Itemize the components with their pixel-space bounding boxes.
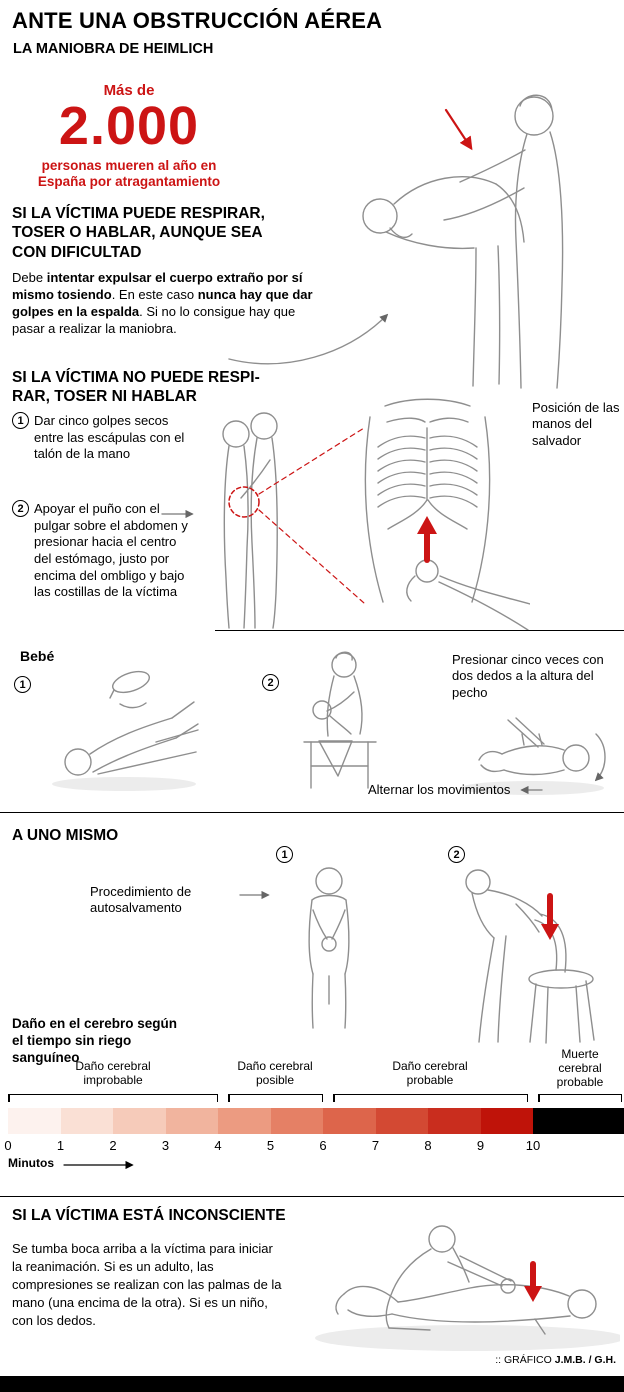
minutes-axis-arrow-icon <box>63 1160 134 1170</box>
can-breathe-paragraph: Debe intentar expulsar el cuerpo extraño… <box>12 270 313 337</box>
scale-segment <box>375 1108 428 1134</box>
red-down-arrow-icon <box>541 893 559 940</box>
baby-press-note: Presionar cinco veces con dos dedos a la… <box>452 652 604 700</box>
zone-bracket <box>538 1094 622 1102</box>
step-2-text: Apoyar el puño con el pulgar sobre el ab… <box>34 501 188 600</box>
zone-label-probable: Daño cerebral probable <box>392 1059 468 1087</box>
tick-label: 6 <box>319 1138 327 1153</box>
illustration-cpr <box>315 1225 620 1351</box>
scale-segment <box>165 1108 218 1134</box>
scale-segment <box>8 1108 61 1134</box>
alternate-note: Alternar los movimientos <box>368 782 511 797</box>
illustration-back-blows <box>362 94 564 389</box>
divider <box>0 1196 624 1197</box>
zone-bracket <box>333 1094 528 1102</box>
zone-bracket <box>228 1094 323 1102</box>
zone-label-improbable: Daño cerebral improbable <box>75 1059 151 1087</box>
tick-label: 0 <box>4 1138 12 1153</box>
zone-bracket <box>8 1094 218 1102</box>
self-pointer-arrow-icon <box>239 890 270 900</box>
section-heading-cannot-breathe: SI LA VÍCTIMA NO PUEDE RESPI- RAR, TOSER… <box>12 369 260 406</box>
curved-pointer-arrow-icon <box>228 313 389 365</box>
tick-label: 4 <box>214 1138 222 1153</box>
scale-segment <box>60 1108 113 1134</box>
red-arrow-icon <box>444 108 473 151</box>
red-up-arrow-icon <box>417 516 437 563</box>
tick-label: 5 <box>266 1138 275 1153</box>
alternate-note-row: Alternar los movimientos <box>368 782 544 798</box>
section-heading-can-breathe: SI LA VÍCTIMA PUEDE RESPIRAR, TOSER O HA… <box>12 205 265 261</box>
stat-caption: personas mueren al año en España por atr… <box>37 158 221 190</box>
tick-label: 1 <box>56 1138 65 1153</box>
death-statistic: Más de 2.000 personas mueren al año en E… <box>28 82 230 190</box>
illustration-baby-chest-press <box>460 717 606 795</box>
red-down-arrow-icon <box>524 1261 542 1302</box>
baby-step-1-badge: 1 <box>14 676 31 693</box>
self-step-2-badge: 2 <box>448 846 465 863</box>
section-heading-self: A UNO MISMO <box>12 827 119 844</box>
baby-label: Bebé <box>20 648 55 664</box>
tick-label: 8 <box>424 1138 432 1153</box>
minutes-scale-bar <box>8 1108 624 1134</box>
illustration-self-chair <box>465 869 595 1044</box>
scale-segment <box>218 1108 271 1134</box>
tick-label: 3 <box>161 1138 170 1153</box>
divider <box>0 812 624 813</box>
baby-step-2-badge: 2 <box>262 674 279 691</box>
zone-label-posible: Daño cerebral posible <box>237 1059 313 1087</box>
credit-line: :: GRÁFICO J.M.B. / G.H. <box>495 1354 616 1366</box>
illustration-heimlich-figures <box>222 412 365 629</box>
scale-segment <box>323 1108 376 1134</box>
tick-label: 9 <box>476 1138 485 1153</box>
step-2-badge: 2 <box>12 500 29 517</box>
minutes-axis-label: Minutos <box>8 1156 54 1170</box>
scale-segment <box>428 1108 481 1134</box>
minutes-scale-ticks: 0 1 2 3 4 5 6 7 8 9 10 <box>0 1138 624 1154</box>
divider <box>215 630 624 631</box>
illustration-baby-back-blows <box>52 670 199 791</box>
illustration-baby-on-lap <box>303 651 377 789</box>
rotate-arrow-icon <box>594 733 606 782</box>
brain-chart-heading: Daño en el cerebro según el tiempo sin r… <box>12 1016 178 1065</box>
tick-label: 2 <box>109 1138 117 1153</box>
page-subtitle: LA MANIOBRA DE HEIMLICH <box>13 41 214 57</box>
scale-segment <box>113 1108 166 1134</box>
scale-segment <box>480 1108 533 1134</box>
self-rescue-label: Procedimiento de autosalvamento <box>90 884 192 916</box>
tick-label: 10 <box>525 1138 541 1153</box>
stat-lead: Más de <box>103 82 155 99</box>
footer-bar <box>0 1376 624 1392</box>
illustration-self-fist <box>308 867 350 1029</box>
tick-label: 7 <box>371 1138 380 1153</box>
step-2-pointer-arrow-icon <box>161 509 194 519</box>
zone-label-muerte: Muerte cerebral probable <box>556 1047 604 1089</box>
illustration-ribcage-detail <box>364 398 530 631</box>
scale-segment <box>533 1108 624 1134</box>
stat-number: 2.000 <box>58 96 200 156</box>
unconscious-paragraph: Se tumba boca arriba a la víctima para i… <box>12 1241 282 1328</box>
page-title: ANTE UNA OBSTRUCCIÓN AÉREA <box>12 8 383 33</box>
hand-position-marker <box>228 427 365 604</box>
self-step-1-badge: 1 <box>276 846 293 863</box>
hands-position-label: Posición de las manos del salvador <box>532 400 620 448</box>
section-heading-unconscious: SI LA VÍCTIMA ESTÁ INCONSCIENTE <box>12 1207 286 1224</box>
scale-segment <box>270 1108 323 1134</box>
step-1-text: Dar cinco golpes secos entre las escápul… <box>34 413 185 462</box>
left-arrow-icon <box>520 785 544 795</box>
step-1-badge: 1 <box>12 412 29 429</box>
